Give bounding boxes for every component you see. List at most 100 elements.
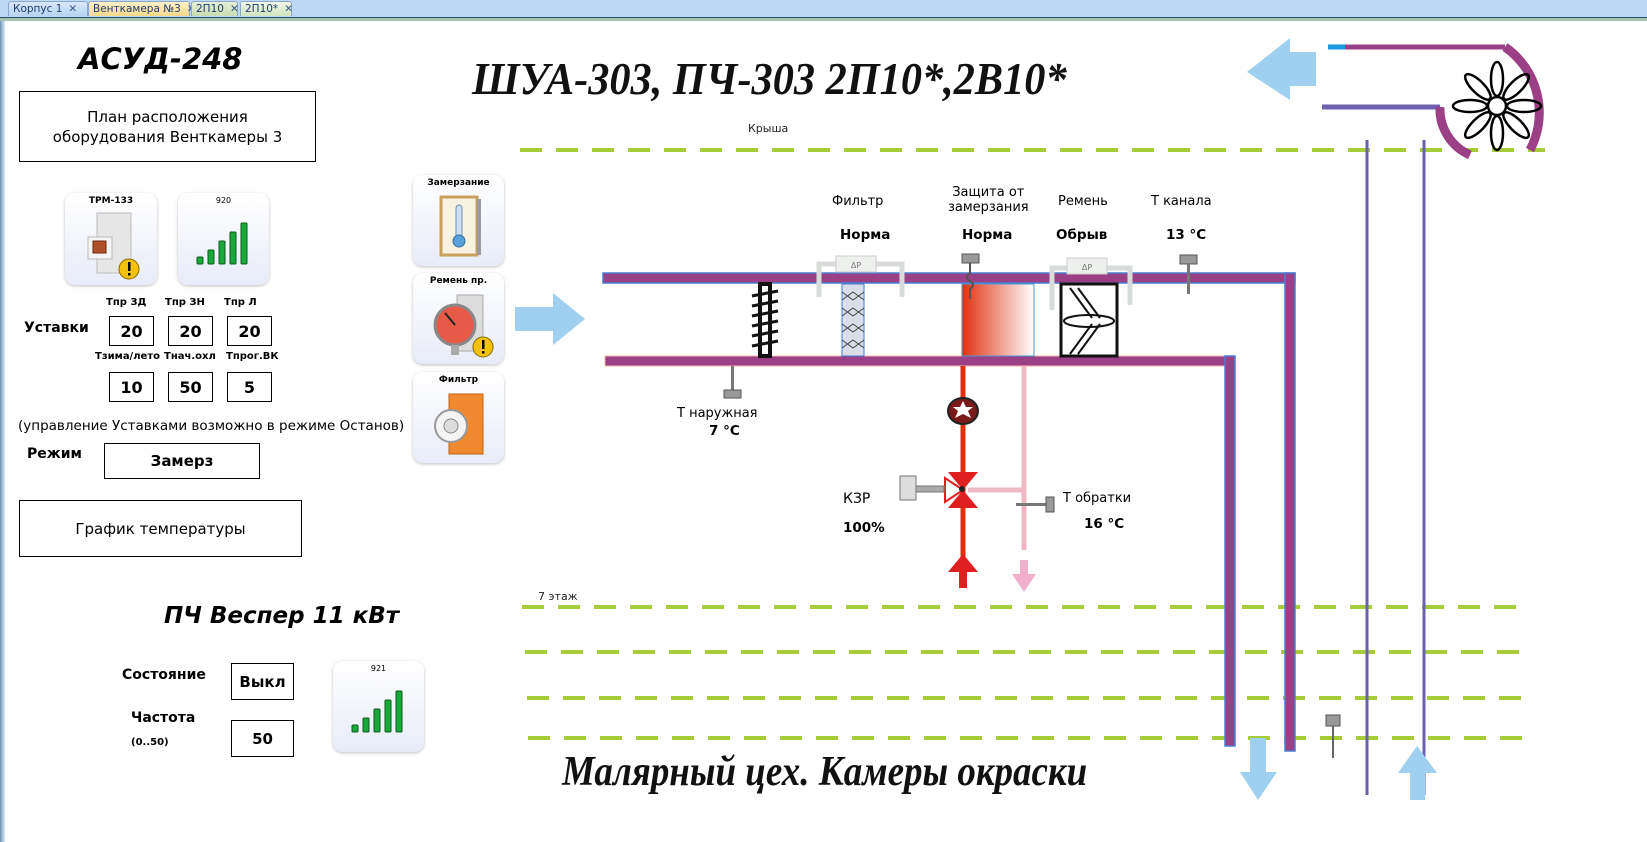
circulation-pump-icon bbox=[947, 397, 979, 425]
setpoint-t-cooling-start[interactable]: 50 bbox=[168, 372, 213, 402]
tab-label: 2П10* bbox=[245, 3, 279, 15]
controller-tile[interactable]: ТРМ-133 bbox=[65, 193, 157, 285]
outdoor-temp-label: Т наружная bbox=[677, 406, 758, 421]
setpoint-label: Tнач.охл bbox=[164, 351, 216, 362]
valve-position-value: 100% bbox=[843, 520, 885, 536]
setpoint-label: Tзима/лето bbox=[95, 351, 160, 362]
vfd-frequency-label: Частота bbox=[131, 710, 196, 726]
valve-label: КЗР bbox=[843, 491, 871, 507]
setpoint-label: Tпр ЗН bbox=[165, 297, 205, 308]
freeze-label-line2: замерзания bbox=[948, 200, 1029, 215]
system-title: АСУД-248 bbox=[78, 42, 243, 76]
three-way-valve-icon bbox=[944, 472, 978, 508]
freeze-protection-status: Норма bbox=[962, 227, 1013, 243]
tab-2p10[interactable]: 2П10 ✕ bbox=[191, 1, 239, 16]
outdoor-temp-value: 7 °C bbox=[709, 423, 740, 439]
signal-strength-icon bbox=[351, 690, 403, 733]
controller-warning-icon bbox=[87, 212, 140, 280]
return-temp-label: Т обратки bbox=[1063, 491, 1132, 506]
tab-bar bbox=[0, 0, 1647, 18]
vfd-state-label: Состояние bbox=[122, 667, 206, 683]
return-temp-value: 16 °C bbox=[1084, 516, 1125, 532]
filter-status: Норма bbox=[840, 227, 891, 243]
filter-icon bbox=[841, 283, 865, 357]
thermometer-panel-icon bbox=[439, 195, 481, 257]
close-icon[interactable]: ✕ bbox=[229, 3, 239, 15]
filter-label: Фильтр bbox=[832, 194, 884, 209]
alarm-tile-belt[interactable]: Ремень пр. bbox=[413, 273, 504, 364]
tab-ventkamera-3[interactable]: Венткамера №3✕ bbox=[88, 1, 196, 16]
water-heater-icon bbox=[961, 283, 1035, 357]
setpoint-tpr-zd[interactable]: 20 bbox=[109, 316, 154, 346]
alarm-tile-label: Ремень пр. bbox=[429, 276, 488, 286]
close-icon[interactable]: ✕ bbox=[284, 3, 293, 15]
setpoints-label: Уставки bbox=[24, 320, 89, 336]
channel-temp-label: Т канала bbox=[1151, 194, 1212, 209]
freeze-label-line1: Защита от bbox=[952, 185, 1025, 200]
alarm-tile-label: Замерзание bbox=[427, 178, 490, 188]
air-damper-icon bbox=[751, 282, 779, 358]
tab-korpus-1[interactable]: Корпус 1 ✕ bbox=[8, 1, 88, 16]
belt-label: Ремень bbox=[1058, 194, 1108, 209]
diagram-title: ШУА-303, ПЧ-303 2П10*,2В10* bbox=[472, 53, 1067, 104]
belt-dp-label: ΔP bbox=[1082, 263, 1092, 272]
return-water-arrow-icon bbox=[1012, 560, 1036, 592]
belt-dp-box bbox=[1066, 257, 1108, 275]
setpoint-tpr-l[interactable]: 20 bbox=[227, 316, 272, 346]
setpoint-t-preheat[interactable]: 5 bbox=[227, 372, 272, 402]
vfd-state-value[interactable]: Выкл bbox=[231, 663, 294, 700]
controller-tile-label: ТРМ-133 bbox=[88, 196, 134, 206]
mode-value[interactable]: Замерз bbox=[104, 443, 260, 479]
setpoint-t-winter-summer[interactable]: 10 bbox=[109, 372, 154, 402]
return-temp-sensor-icon bbox=[1016, 496, 1055, 513]
valve-actuator-icon bbox=[899, 475, 945, 501]
alarm-tile-label: Фильтр bbox=[438, 375, 479, 385]
roof-label: Крыша bbox=[748, 122, 789, 135]
temperature-graph-button[interactable]: График температуры bbox=[19, 500, 302, 557]
plan-button-line2: оборудования Венткамеры 3 bbox=[52, 127, 283, 146]
signal-tile-921[interactable]: 921 bbox=[333, 661, 424, 752]
exhaust-fan-icon bbox=[1322, 43, 1544, 160]
tab-bar-divider bbox=[0, 18, 1647, 21]
channel-temp-sensor-icon bbox=[1179, 254, 1198, 294]
mode-label: Режим bbox=[27, 446, 82, 462]
signal-tile-label: 920 bbox=[215, 196, 232, 205]
diagram-bottom-title: Малярный цех. Камеры окраски bbox=[562, 749, 1088, 795]
room-temp-sensor-icon bbox=[1325, 714, 1341, 758]
signal-strength-icon bbox=[196, 222, 248, 265]
alarm-tile-filter[interactable]: Фильтр bbox=[413, 372, 504, 463]
signal-tile-920[interactable]: 920 bbox=[178, 193, 269, 285]
setpoint-tpr-zn[interactable]: 20 bbox=[168, 316, 213, 346]
tab-label: Венткамера №3 bbox=[93, 3, 181, 15]
vfd-frequency-range: (0..50) bbox=[131, 737, 169, 748]
setpoints-note: (управление Уставками возможно в режиме … bbox=[18, 418, 405, 434]
channel-temp-value: 13 °C bbox=[1166, 227, 1207, 243]
air-inlet-arrow-icon bbox=[515, 293, 585, 345]
supply-fan-icon bbox=[1059, 282, 1119, 358]
belt-status: Обрыв bbox=[1056, 227, 1108, 243]
tab-label: Корпус 1 bbox=[13, 3, 63, 15]
setpoint-label: Tпрог.ВК bbox=[226, 351, 279, 362]
supply-air-down-arrow-icon bbox=[1240, 738, 1277, 800]
setpoint-label: Tпр Л bbox=[224, 297, 257, 308]
alarm-tile-freeze[interactable]: Замерзание bbox=[413, 175, 504, 266]
window-frame-left bbox=[0, 21, 5, 842]
supply-duct bbox=[602, 272, 1296, 752]
close-icon[interactable]: ✕ bbox=[68, 3, 78, 15]
signal-tile-label: 921 bbox=[370, 664, 387, 673]
tab-2p10-active[interactable]: 2П10* ✕ bbox=[240, 1, 293, 16]
air-exhaust-arrow-icon bbox=[1247, 38, 1316, 100]
setpoint-label: Tпр ЗД bbox=[106, 297, 147, 308]
pressure-gauge-warning-icon bbox=[433, 294, 494, 358]
vfd-title: ПЧ Веспер 11 кВт bbox=[164, 603, 400, 629]
vfd-frequency-value[interactable]: 50 bbox=[231, 720, 294, 757]
freeze-sensor-icon bbox=[961, 253, 980, 299]
exhaust-air-up-arrow-icon bbox=[1398, 746, 1437, 800]
plan-button-line1: План расположения bbox=[87, 107, 248, 126]
tab-label: 2П10 bbox=[196, 3, 224, 15]
filter-dp-label: ΔP bbox=[851, 261, 861, 270]
filter-dp-box bbox=[835, 255, 877, 273]
